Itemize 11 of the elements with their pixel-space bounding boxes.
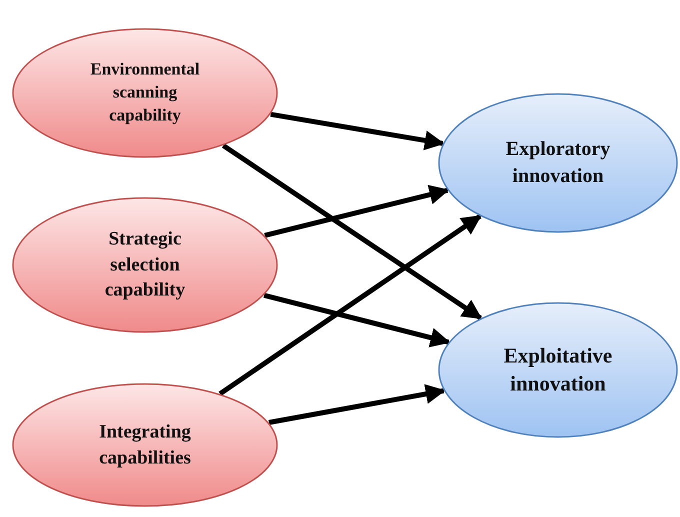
node-label: Strategic selection capability bbox=[104, 228, 186, 303]
node-label: Exploratory innovation bbox=[504, 137, 612, 189]
node-label: Exploitative innovation bbox=[502, 342, 614, 398]
arrow bbox=[264, 184, 450, 238]
arrow bbox=[222, 143, 482, 320]
node-label: Integrating capabilities bbox=[98, 420, 192, 470]
arrow bbox=[218, 214, 482, 396]
arrow bbox=[270, 112, 445, 150]
arrow bbox=[263, 292, 450, 348]
node-label: Environmental scanning capability bbox=[89, 58, 201, 126]
arrow bbox=[268, 384, 446, 425]
